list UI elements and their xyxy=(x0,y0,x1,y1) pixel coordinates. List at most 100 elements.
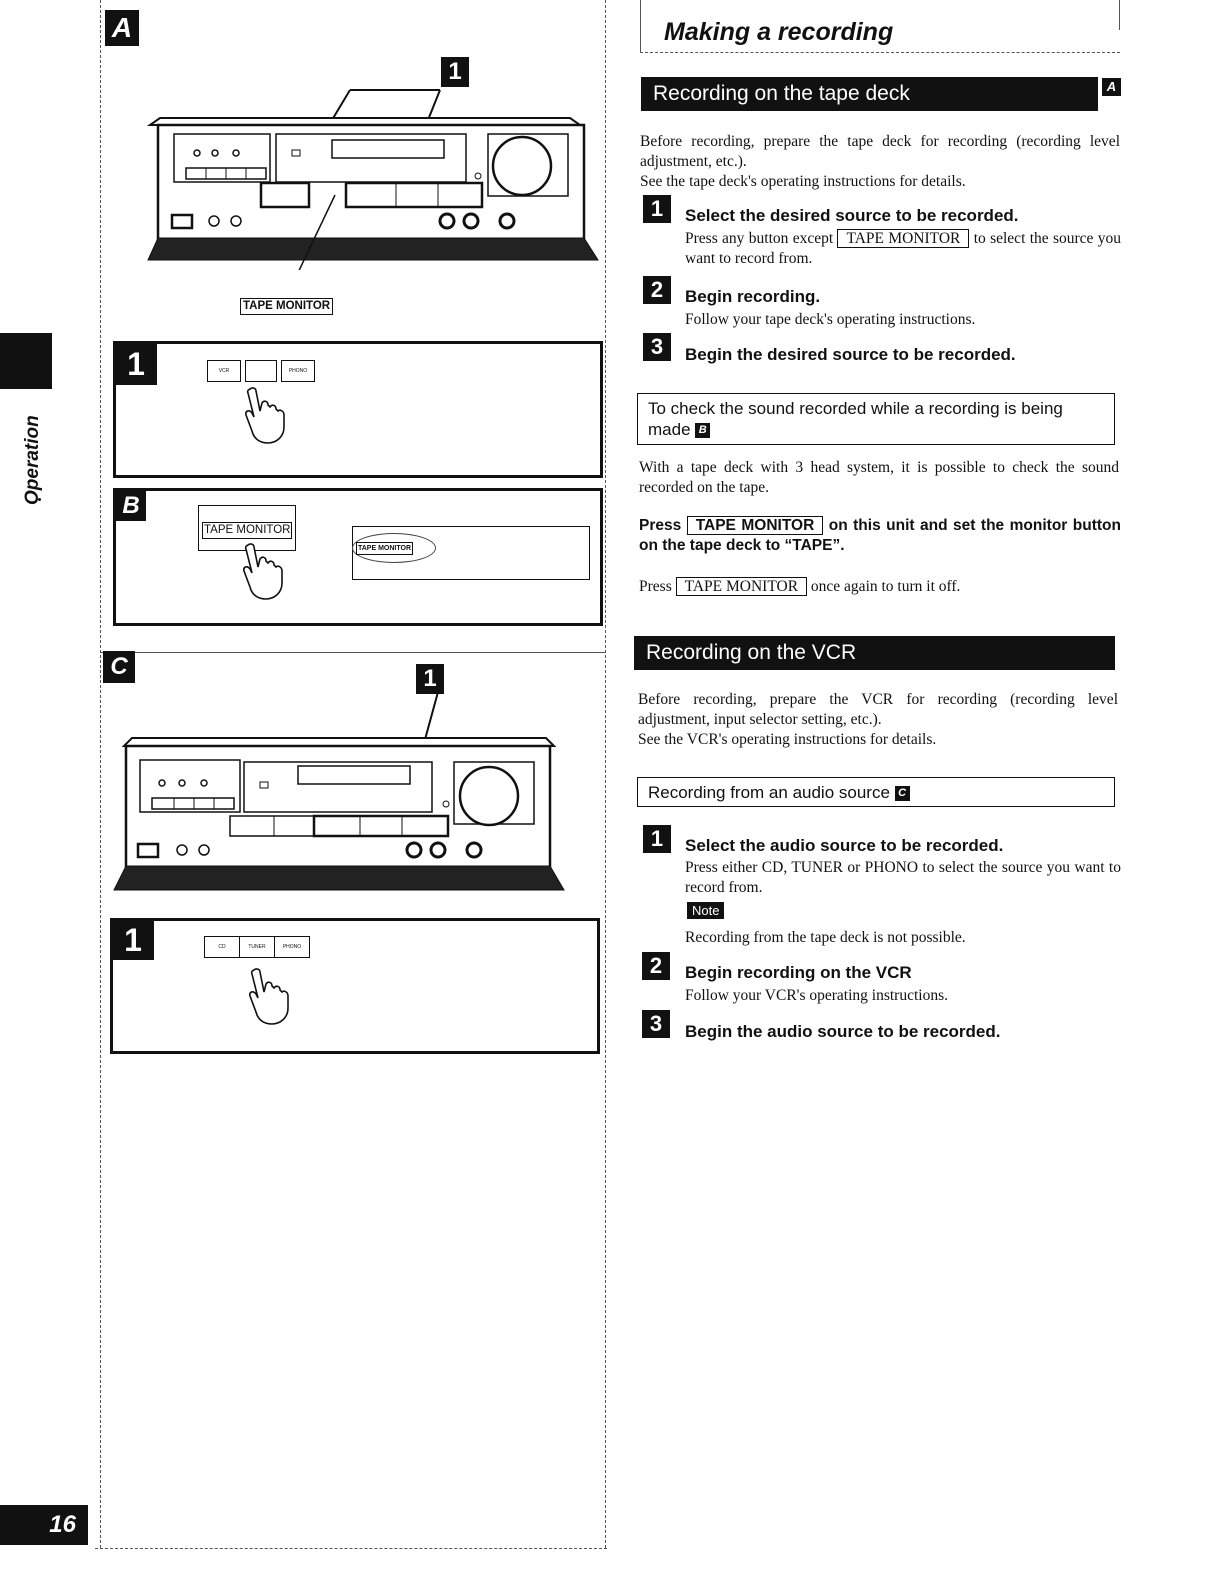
tape-step-3-title: Begin the desired source to be recorded. xyxy=(685,345,1016,365)
check-sound-heading-text: To check the sound recorded while a reco… xyxy=(648,399,1063,439)
audio-source-heading-text: Recording from an audio source xyxy=(648,783,890,802)
audio-step-2-text: Follow your VCR's operating instructions… xyxy=(685,986,948,1006)
check-sound-press2-after: once again to turn it off. xyxy=(810,578,961,595)
center-frame-line xyxy=(605,0,606,1548)
check-sound-press2: Press TAPE MONITOR once again to turn it… xyxy=(639,577,960,597)
page-title-text: Making a recording xyxy=(664,18,894,46)
audio-step-2-number-text: 2 xyxy=(649,953,663,978)
phono-button[interactable]: PHONO xyxy=(281,360,315,382)
note-text: Recording from the tape deck is not poss… xyxy=(685,928,966,948)
button-row-a1: VCR PHONO xyxy=(207,360,315,382)
check-sound-press-key: TAPE MONITOR xyxy=(686,516,824,535)
tape-step-1-text: Press any button except TAPE MONITOR to … xyxy=(685,229,1121,269)
check-sound-press2-key: TAPE MONITOR xyxy=(675,577,808,596)
tape-monitor-button[interactable]: TAPE MONITOR xyxy=(202,522,293,539)
step-panel-c1-number: 1 xyxy=(112,920,154,960)
audio-step-2-title-text: Begin recording on the VCR xyxy=(685,963,912,982)
display-indicator: TAPE MONITOR xyxy=(356,542,414,555)
amplifier-illustration-c xyxy=(113,691,565,891)
title-underline xyxy=(640,52,1120,53)
section-tab xyxy=(0,333,52,389)
page-number: 16 xyxy=(49,1511,76,1538)
tape-step-3-number: 3 xyxy=(643,333,671,361)
phono-button-c-label: PHONO xyxy=(282,944,302,950)
tape-step-2-text-content: Follow your tape deck's operating instru… xyxy=(685,311,976,328)
pressing-hand-icon-c xyxy=(249,968,289,1025)
phono-button-label: PHONO xyxy=(288,368,308,374)
tape-step-3-title-text: Begin the desired source to be recorded. xyxy=(685,345,1016,364)
page-number-tab: 16 xyxy=(0,1505,88,1545)
tuner-button-label: TUNER xyxy=(248,944,266,950)
figure-a-badge: A xyxy=(105,10,139,46)
audio-step-1-text: Press either CD, TUNER or PHONO to selec… xyxy=(685,858,1121,898)
tape-step-1-number: 1 xyxy=(643,195,671,223)
tape-step-1-title: Select the desired source to be recorded… xyxy=(685,206,1019,226)
page-title: Making a recording xyxy=(664,18,893,47)
audio-source-heading: Recording from an audio source C xyxy=(637,777,1115,807)
check-sound-badge: B xyxy=(695,423,711,439)
tape-deck-intro-2: See the tape deck's operating instructio… xyxy=(640,173,966,190)
check-sound-text-content: With a tape deck with 3 head system, it … xyxy=(639,459,1119,496)
figure-c-badge-text: C xyxy=(110,653,128,680)
vcr-button-label: VCR xyxy=(218,368,230,374)
tuner-button[interactable]: TUNER xyxy=(240,936,275,958)
audio-step-1-number-text: 1 xyxy=(650,826,664,851)
cd-button-label: CD xyxy=(218,944,226,950)
title-frame-left xyxy=(640,0,641,52)
figure-a-callout: 1 xyxy=(441,57,469,87)
figure-a-badge-text: A xyxy=(111,12,133,43)
pressing-hand-icon-b xyxy=(243,543,283,600)
check-sound-press: Press TAPE MONITOR on this unit and set … xyxy=(639,516,1121,556)
audio-step-1-text-content: Press either CD, TUNER or PHONO to selec… xyxy=(685,859,1121,896)
step-panel-c1 xyxy=(110,918,600,1054)
audio-step-1-title-text: Select the audio source to be recorded. xyxy=(685,836,1004,855)
cd-button[interactable]: CD xyxy=(204,936,240,958)
note-badge-label: Note xyxy=(687,902,725,919)
tape-step-3-number-text: 3 xyxy=(650,334,664,359)
audio-source-badge: C xyxy=(894,786,910,802)
display-window xyxy=(352,526,590,580)
tape-deck-heading-text: Recording on the tape deck xyxy=(653,82,910,105)
vcr-intro: Before recording, prepare the VCR for re… xyxy=(638,690,1118,750)
section-dot xyxy=(38,498,41,501)
audio-step-1-number: 1 xyxy=(643,825,671,853)
vcr-intro-2: See the VCR's operating instructions for… xyxy=(638,731,937,748)
phono-button-c[interactable]: PHONO xyxy=(275,936,310,958)
audio-step-2-number: 2 xyxy=(642,952,670,980)
tape-deck-heading: Recording on the tape deck xyxy=(641,77,1098,111)
figure-c-callout-text: 1 xyxy=(423,665,437,692)
tape-deck-intro: Before recording, prepare the tape deck … xyxy=(640,132,1120,192)
tape-step-2-number-text: 2 xyxy=(650,277,664,302)
tape-step-2-text: Follow your tape deck's operating instru… xyxy=(685,310,975,330)
figure-b-badge-overlay-text: B xyxy=(122,492,140,519)
audio-step-2-title: Begin recording on the VCR xyxy=(685,963,912,983)
check-sound-heading: To check the sound recorded while a reco… xyxy=(637,393,1115,445)
tape-button[interactable] xyxy=(245,360,277,382)
tape-monitor-button-label: TAPE MONITOR xyxy=(204,524,291,536)
tape-deck-intro-1: Before recording, prepare the tape deck … xyxy=(640,133,1120,170)
amplifier-illustration-a xyxy=(146,89,599,270)
note-badge: Note xyxy=(687,902,725,920)
tape-step-2-title-text: Begin recording. xyxy=(685,287,821,306)
tape-step-1-text-after: to select the source you want to record … xyxy=(685,230,1121,267)
tape-step-2-number: 2 xyxy=(643,276,671,304)
check-sound-text: With a tape deck with 3 head system, it … xyxy=(639,458,1119,498)
tape-step-1-title-text: Select the desired source to be recorded… xyxy=(685,206,1019,225)
step-panel-c1-number-text: 1 xyxy=(124,922,142,958)
figure-b-panel xyxy=(113,488,603,626)
step-panel-a1-number: 1 xyxy=(115,343,157,385)
audio-step-2-text-content: Follow your VCR's operating instructions… xyxy=(685,987,948,1004)
title-frame-right xyxy=(1119,0,1120,30)
audio-step-3-title: Begin the audio source to be recorded. xyxy=(685,1022,1001,1042)
check-sound-press-label: Press xyxy=(639,517,682,534)
vcr-button[interactable]: VCR xyxy=(207,360,241,382)
section-label: Operation xyxy=(22,415,44,505)
display-indicator-halo xyxy=(352,533,436,563)
audio-step-3-number-text: 3 xyxy=(649,1011,663,1036)
tape-monitor-callout-label: TAPE MONITOR xyxy=(240,298,334,315)
bottom-frame-line xyxy=(95,1548,607,1549)
figure-b-badge-overlay: B xyxy=(116,491,146,521)
section-label-text: Operation xyxy=(22,415,43,505)
display-indicator-text: TAPE MONITOR xyxy=(358,545,412,552)
tape-monitor-key: TAPE MONITOR xyxy=(837,229,970,248)
